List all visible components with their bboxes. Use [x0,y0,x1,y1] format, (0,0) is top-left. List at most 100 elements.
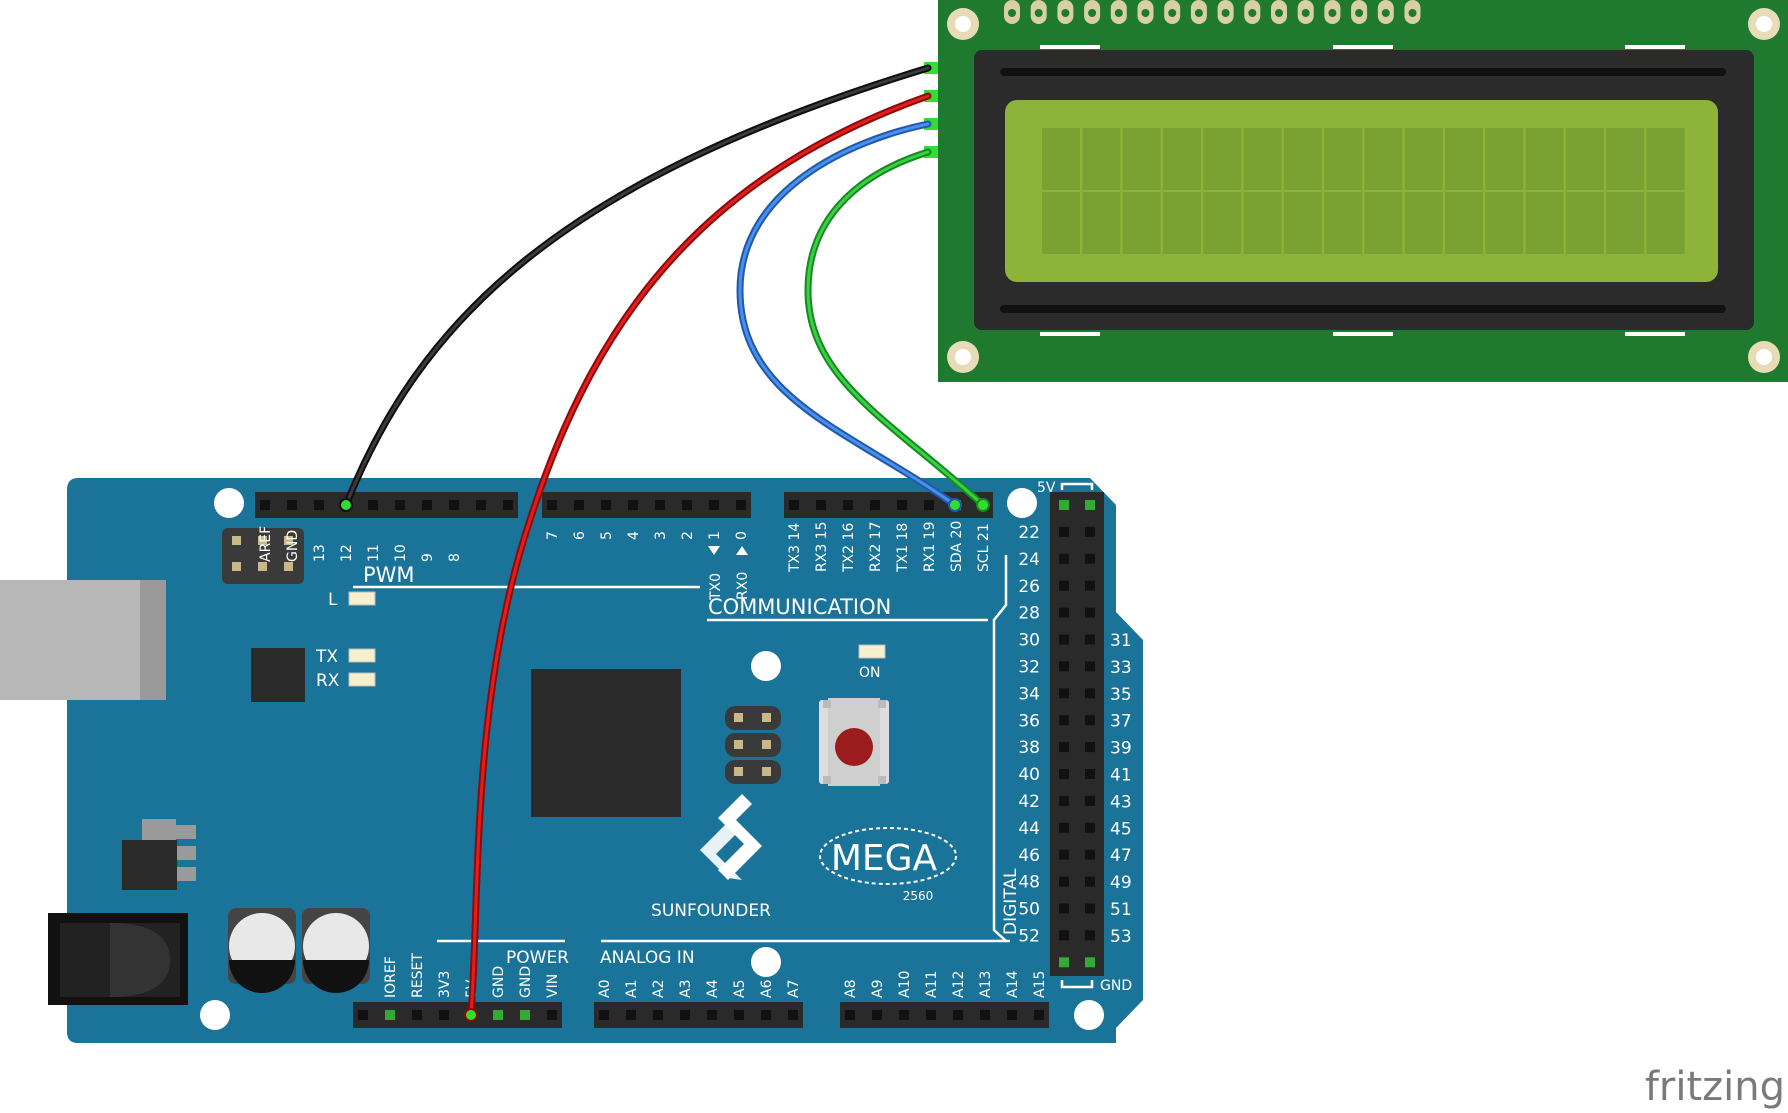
header-pin[interactable] [601,500,611,510]
header-pin[interactable] [1059,661,1069,672]
header-pin[interactable] [1059,795,1069,806]
header-pin[interactable] [1059,876,1069,887]
header-pin[interactable] [953,1010,963,1020]
header-pin[interactable] [1007,1010,1017,1020]
header-pin[interactable] [422,500,432,510]
header-pin[interactable] [1085,688,1095,699]
header-pin[interactable] [1085,930,1095,941]
header-pin[interactable] [1085,742,1095,753]
header-pin[interactable] [1085,634,1095,645]
pin-label: 1 [707,531,723,540]
header-pin[interactable] [439,1010,449,1020]
header-pin[interactable] [899,1010,909,1020]
header-pin[interactable] [789,500,799,510]
sunfounder-logo [700,794,762,880]
header-pin[interactable] [1085,957,1095,968]
header-pin[interactable] [1059,580,1069,591]
header-pin[interactable] [734,1010,744,1020]
header-pin[interactable] [599,1010,609,1020]
header-pin[interactable] [1059,526,1069,537]
pin-label: AREF [258,526,274,562]
header-pin[interactable] [653,1010,663,1020]
header-pin[interactable] [1059,769,1069,779]
header-pin[interactable] [1059,957,1069,968]
header-pin[interactable] [476,500,486,510]
header-pin[interactable] [736,500,746,510]
header-pin[interactable] [395,500,405,510]
header-pin[interactable] [1059,930,1069,941]
header-pin[interactable] [412,1010,422,1020]
header-pin[interactable] [845,1010,855,1020]
header-pin[interactable] [788,1010,798,1020]
reset-button[interactable] [819,698,889,786]
header-pin[interactable] [314,500,324,510]
header-pin[interactable] [872,1010,882,1020]
header-pin[interactable] [1085,526,1095,537]
header-pin[interactable] [520,1010,530,1020]
header-pin[interactable] [1085,500,1095,510]
header-pin[interactable] [924,500,934,510]
header-pin[interactable] [547,1010,557,1020]
header-pin[interactable] [1034,1010,1044,1020]
header-pin[interactable] [287,500,297,510]
header-pin[interactable] [1085,661,1095,672]
header-pin[interactable] [1085,822,1095,833]
header-pin[interactable] [1059,903,1069,914]
board-mount-hole [1007,488,1037,518]
header-pin[interactable] [368,500,378,510]
header-pin[interactable] [1085,715,1095,726]
pin-label: RX1 19 [922,522,938,573]
header-pin[interactable] [1085,876,1095,887]
led-on-label: ON [859,665,881,681]
header-pin[interactable] [1085,795,1095,806]
header-pin[interactable] [1059,849,1069,860]
header-pin[interactable] [816,500,826,510]
header-strip [255,492,518,518]
header-pin[interactable] [1085,849,1095,860]
header-pin[interactable] [843,500,853,510]
header-pin[interactable] [1059,742,1069,753]
header-pin[interactable] [449,500,459,510]
header-pin[interactable] [707,1010,717,1020]
header-pin[interactable] [926,1010,936,1020]
header-pin[interactable] [547,500,557,510]
header-pin[interactable] [897,500,907,510]
header-pin[interactable] [385,1010,395,1020]
header-pin[interactable] [1085,580,1095,591]
header-pin[interactable] [1059,500,1069,510]
icsp-pin [258,562,267,571]
header-pin[interactable] [980,1010,990,1020]
header-pin[interactable] [1059,607,1069,618]
header-pin[interactable] [682,500,692,510]
header-pin[interactable] [260,500,270,510]
header-pin[interactable] [761,1010,771,1020]
header-pin[interactable] [1059,634,1069,645]
header-pin[interactable] [680,1010,690,1020]
header-pin[interactable] [655,500,665,510]
header-pin[interactable] [1059,688,1069,699]
led-tx [348,648,376,663]
header-pin[interactable] [493,1010,503,1020]
pin-label: A15 [1032,971,1048,998]
header-pin[interactable] [626,1010,636,1020]
header-pin[interactable] [709,500,719,510]
header-pin[interactable] [574,500,584,510]
header-pin[interactable] [503,500,513,510]
header-pin[interactable] [358,1010,368,1020]
header-pin[interactable] [1085,903,1095,914]
header-pin[interactable] [1059,553,1069,564]
board-mount-hole [200,1000,230,1030]
header-pin[interactable] [1059,715,1069,726]
lcd-char-cell [1162,128,1201,190]
pin-label: 13 [312,544,328,562]
header-pin[interactable] [1059,822,1069,833]
header-pin[interactable] [628,500,638,510]
header-pin[interactable] [870,500,880,510]
digital-label: DIGITAL [1001,868,1021,935]
led-rx-label: RX [316,671,340,691]
header-pin[interactable] [1085,607,1095,618]
header-pin[interactable] [1085,553,1095,564]
lcd-char-cell [1243,128,1282,190]
header-pin[interactable] [1085,769,1095,779]
